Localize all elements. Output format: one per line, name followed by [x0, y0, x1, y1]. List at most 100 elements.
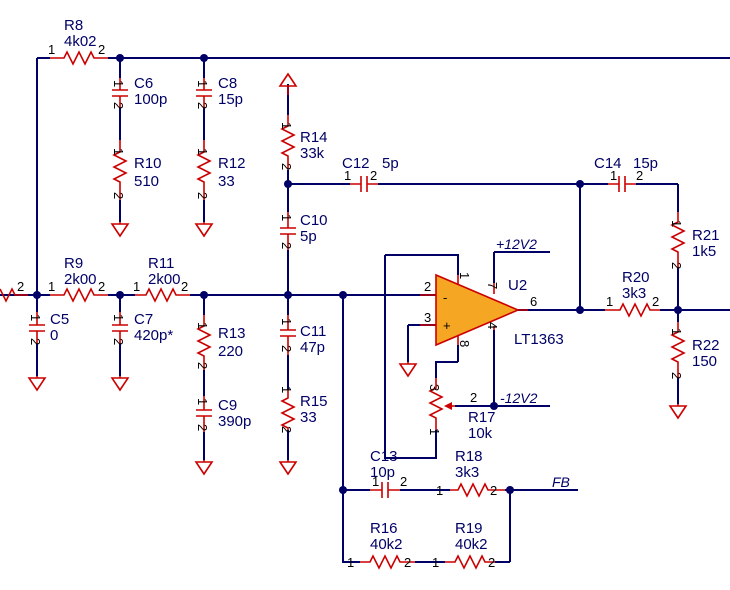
resistor-r22[interactable]: 1 2 R22 150 [669, 322, 720, 379]
resistor-r11[interactable]: 1 2 R11 2k00 [133, 255, 190, 303]
c5-ref: C5 [50, 311, 69, 328]
c7-ref: C7 [134, 311, 153, 328]
resistor-r20[interactable]: 1 2 R20 3k3 [605, 269, 660, 318]
svg-text:1: 1 [279, 386, 294, 393]
r9-value: 2k00 [64, 271, 97, 288]
junctions [33, 54, 682, 494]
r20-value: 3k3 [622, 285, 646, 302]
svg-text:2: 2 [404, 555, 411, 570]
ground-icon [110, 222, 130, 238]
svg-text:1: 1 [279, 318, 294, 325]
r14-ref: R14 [300, 129, 328, 146]
svg-text:2: 2 [636, 168, 643, 183]
junction-dot [576, 306, 584, 314]
c14-ref: C14 [594, 155, 622, 172]
svg-text:1: 1 [669, 328, 684, 335]
svg-text:1: 1 [436, 483, 443, 498]
capacitor-c13[interactable]: 1 2 C13 10p [370, 448, 407, 498]
r16-value: 40k2 [370, 536, 403, 553]
c5-value: 0 [50, 327, 58, 344]
svg-text:2: 2 [652, 294, 659, 309]
svg-text:2: 2 [279, 345, 294, 352]
resistor-r14[interactable]: 1 2 R14 33k [279, 115, 328, 170]
junction-dot [674, 306, 682, 314]
svg-text:1: 1 [133, 279, 140, 294]
capacitor-c6[interactable]: 1 2 C6 100p [111, 75, 167, 109]
r11-value: 2k00 [148, 271, 181, 288]
c12-ref: C12 [342, 155, 370, 172]
svg-text:1: 1 [111, 148, 126, 155]
svg-text:2: 2 [279, 242, 294, 249]
svg-text:1: 1 [606, 294, 613, 309]
svg-text:1: 1 [195, 80, 210, 87]
r20-ref: R20 [622, 269, 650, 286]
junction-dot [339, 291, 347, 299]
svg-text:2: 2 [490, 483, 497, 498]
capacitor-c11[interactable]: 1 2 C11 47p [279, 315, 326, 356]
resistor-r12[interactable]: 1 2 R12 33 [195, 140, 246, 200]
svg-text:2: 2 [424, 279, 431, 294]
svg-text:1: 1 [195, 322, 210, 329]
potentiometer-r17[interactable]: 3 1 2 R17 10k [427, 378, 496, 442]
svg-text:1: 1 [48, 42, 55, 57]
resistor-r18[interactable]: 1 2 R18 3k3 [436, 448, 505, 498]
svg-text:1: 1 [457, 272, 472, 279]
ground-icon [27, 376, 47, 392]
svg-text:2: 2 [98, 279, 105, 294]
r17-value: 10k [468, 425, 493, 442]
opamp-triangle [435, 273, 521, 347]
resistor-r19[interactable]: 1 2 R19 40k2 [432, 520, 495, 570]
opamp-u2[interactable]: 2 3 6 1 7 8 4 - + U2 LT1363 [420, 272, 564, 348]
capacitor-c10[interactable]: 1 2 C10 5p [279, 212, 328, 250]
capacitor-c7[interactable]: 1 2 C7 420p* [111, 311, 173, 345]
junction-dot [200, 291, 208, 299]
resistor-r16[interactable]: 1 2 R16 40k2 [347, 520, 415, 570]
r19-ref: R19 [455, 520, 483, 537]
r9-ref: R9 [64, 255, 83, 272]
resistor-r9[interactable]: 1 2 R9 2k00 [48, 255, 108, 303]
capacitor-c14[interactable]: 1 2 C14 15p [594, 155, 658, 192]
svg-text:2: 2 [669, 262, 684, 269]
svg-text:1: 1 [432, 555, 439, 570]
svg-text:2: 2 [17, 279, 24, 294]
svg-text:2: 2 [28, 338, 43, 345]
ground-icon [278, 460, 298, 476]
junction-dot [33, 291, 41, 299]
r15-ref: R15 [300, 393, 328, 410]
junction-dot [506, 486, 514, 494]
c6-ref: C6 [134, 75, 153, 92]
capacitor-c5[interactable]: 1 2 C5 0 [28, 311, 69, 345]
net-label-pos-supply: +12V2 [496, 236, 537, 252]
svg-text:2: 2 [111, 338, 126, 345]
opamp-minus: - [443, 290, 447, 305]
opamp-plus: + [443, 318, 451, 333]
svg-text:6: 6 [530, 294, 537, 309]
svg-text:2: 2 [195, 192, 210, 199]
capacitor-c12[interactable]: 1 2 C12 5p [342, 155, 399, 192]
svg-text:1: 1 [279, 214, 294, 221]
resistor-r15[interactable]: 1 2 R15 33 [279, 386, 328, 433]
svg-text:2: 2 [195, 102, 210, 109]
junction-dot [116, 291, 124, 299]
svg-text:1: 1 [111, 80, 126, 87]
resistor-r10[interactable]: 1 2 R10 510 [111, 140, 162, 200]
r18-ref: R18 [455, 448, 483, 465]
net-label-fb: FB [552, 474, 570, 490]
r21-value: 1k5 [692, 243, 716, 260]
svg-text:2: 2 [195, 424, 210, 431]
junction-dot [490, 402, 498, 410]
capacitor-c9[interactable]: 1 2 C9 390p [195, 396, 251, 432]
capacitor-c8[interactable]: 1 2 C8 15p [195, 75, 243, 109]
resistor-r13[interactable]: 1 2 R13 220 [195, 315, 246, 370]
r16-ref: R16 [370, 520, 398, 537]
resistor-r21[interactable]: 1 2 R21 1k5 [669, 212, 720, 269]
c13-value: 10p [370, 464, 395, 481]
svg-text:7: 7 [485, 282, 500, 289]
svg-text:1: 1 [195, 398, 210, 405]
c7-value: 420p* [134, 327, 173, 344]
c10-ref: C10 [300, 212, 328, 229]
svg-text:1: 1 [111, 314, 126, 321]
c11-ref: C11 [300, 323, 326, 340]
r18-value: 3k3 [455, 464, 479, 481]
resistor-r8[interactable]: 1 2 R8 4k02 [48, 17, 108, 66]
